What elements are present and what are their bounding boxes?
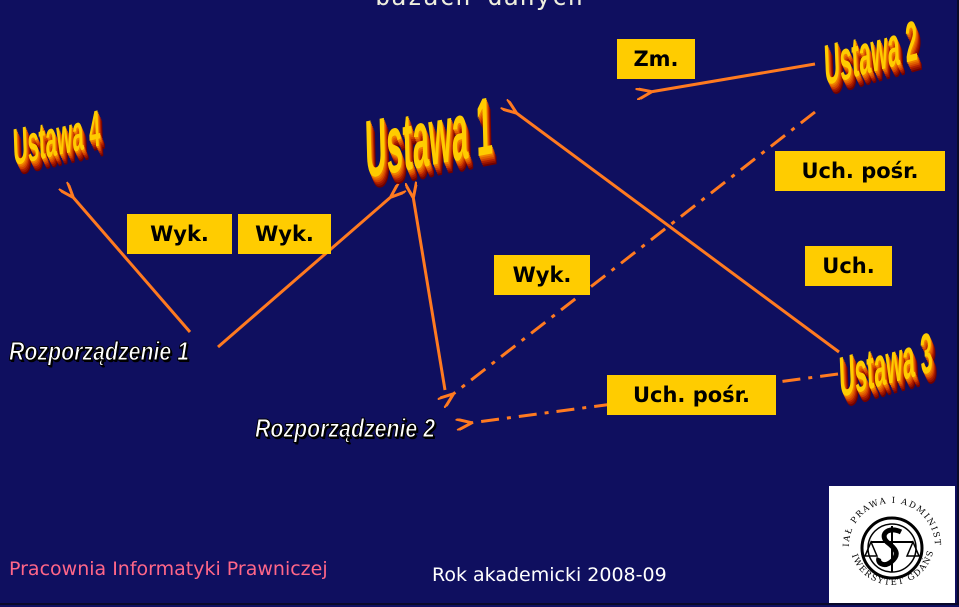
arrow-rozp2-ustawa1 <box>413 196 447 391</box>
edge-label-wyk-left: Wyk. <box>127 214 232 254</box>
edge-label-zm: Zm. <box>617 39 695 79</box>
node-rozporzadzenie-1: Rozporządzenie 1 <box>9 336 190 367</box>
edge-label-wyk-center: Wyk. <box>494 255 590 295</box>
footer-academic-year: Rok akademicki 2008-09 <box>432 564 667 586</box>
arrow-ustawa3-rozp2 <box>470 372 839 423</box>
arrow-rozp1-ustawa4 <box>72 196 192 333</box>
seal-icon: WYDZIAŁ PRAWA I ADMINISTRACJI UNIWERSYTE… <box>824 479 941 588</box>
slide-title: bazach danych <box>0 0 959 11</box>
edge-label-uch: Uch. <box>805 246 892 286</box>
edge-label-wyk-mid: Wyk. <box>238 214 331 254</box>
arrow-ustawa3-ustawa1 <box>515 112 840 354</box>
edge-label-uch-posr-top: Uch. pośr. <box>775 151 945 191</box>
university-seal-logo: WYDZIAŁ PRAWA I ADMINISTRACJI UNIWERSYTE… <box>824 479 955 603</box>
arrow-ustawa2-zm <box>650 62 816 92</box>
edge-label-uch-posr-bottom: Uch. pośr. <box>607 375 776 415</box>
arrow-rozp1-ustawa1 <box>217 196 392 349</box>
arrow-ustawa2-rozp2 <box>452 110 816 395</box>
node-rozporzadzenie-2: Rozporządzenie 2 <box>255 413 436 444</box>
footer-department: Pracownia Informatyki Prawniczej <box>9 558 328 580</box>
